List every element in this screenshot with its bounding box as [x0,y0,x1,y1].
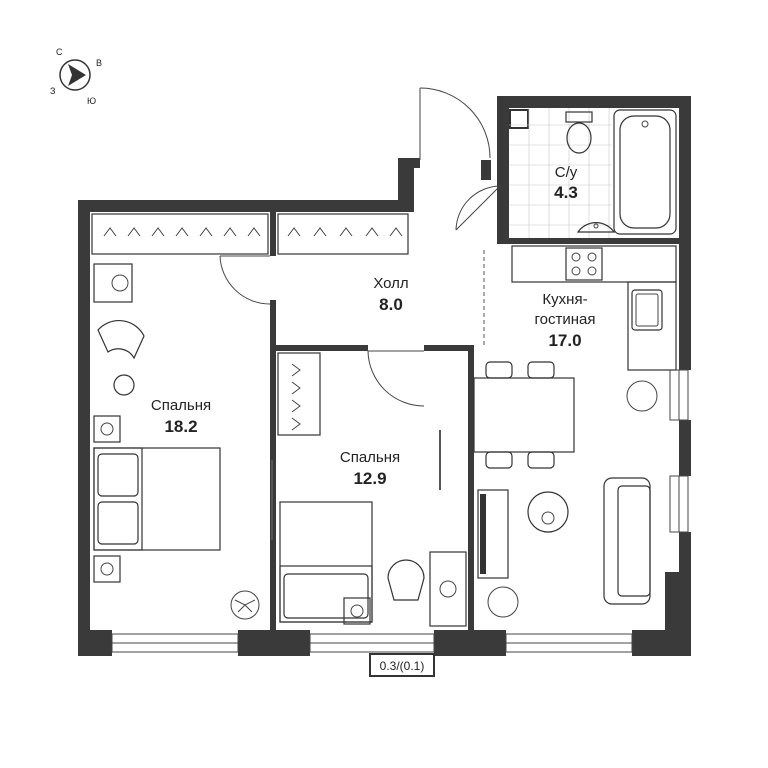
kitchen-sink-icon [631,289,663,331]
bed-double [93,447,221,551]
room-label-hall: Холл 8.0 [373,275,408,314]
room-area: 4.3 [554,183,578,202]
nightstand [93,415,121,583]
dressing-table [93,263,133,303]
nightstand-small [343,597,371,625]
room-name: С/у [555,164,578,181]
plant-icon [230,590,260,620]
compass-east: В [96,58,102,68]
doors [219,87,501,540]
dining-table [473,361,575,469]
wardrobe-bedroom-small [277,352,321,436]
room-name: Холл [373,275,408,292]
coffee-table [527,491,569,533]
room-name: Спальня [340,449,400,466]
room-label-bathroom: С/у 4.3 [554,164,578,202]
plant-icon [487,380,658,618]
compass-south: Ю [87,96,96,106]
room-area: 8.0 [379,295,403,314]
room-name-line2: гостиная [535,311,596,328]
bed-single [279,501,373,623]
room-area: 12.9 [353,469,386,488]
bathtub [613,109,677,235]
room-label-bedroom-small: Спальня 12.9 [340,449,400,488]
balcony-area: 0.3/(0.1) [380,659,425,673]
kitchen-counter [511,245,677,371]
compass-north: С [56,47,63,57]
room-area: 18.2 [164,417,197,436]
armchair [97,319,145,396]
room-name: Спальня [151,397,211,414]
compass-arrow-icon [68,64,86,86]
compass-west: З [50,86,55,96]
toilet [565,111,593,154]
sofa [603,477,651,605]
wardrobe-hall [277,213,409,255]
room-name-line1: Кухня- [542,291,587,308]
outer-walls [78,96,691,656]
wardrobe-bedroom-large [91,213,269,255]
room-area: 17.0 [548,331,581,350]
compass: С В Ю З [50,47,102,106]
stove-icon [565,247,603,281]
room-label-bedroom-large: Спальня 18.2 [151,397,211,436]
desk-chair [387,559,425,601]
windows [111,369,689,653]
sink-bathroom [576,222,616,233]
balcony-note: 0.3/(0.1) [369,653,435,677]
desk [429,551,467,627]
room-label-kitchen: Кухня- гостиная 17.0 [535,291,596,350]
tv-stand [477,489,509,579]
